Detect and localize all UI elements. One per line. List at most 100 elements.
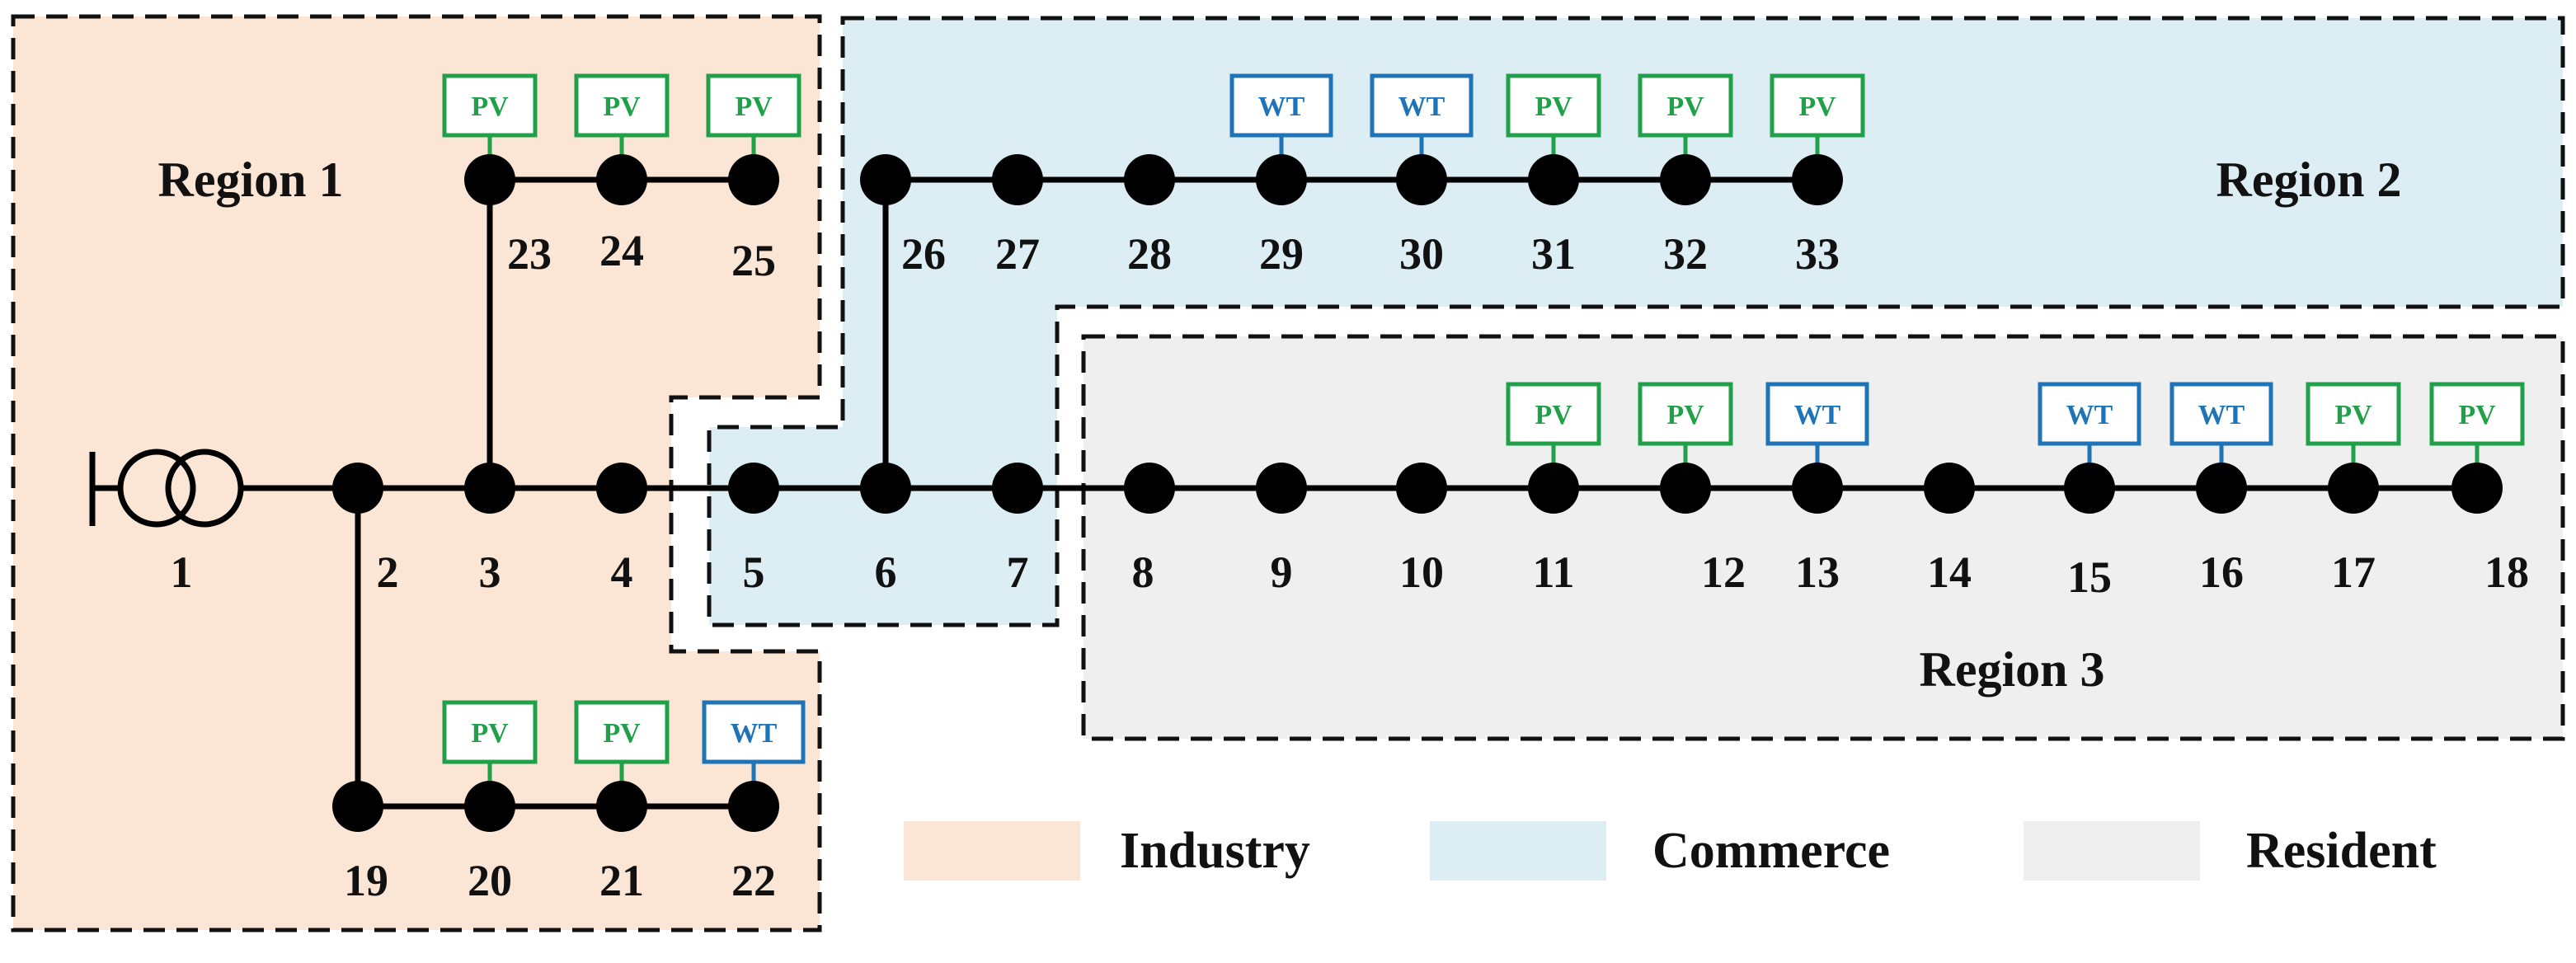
pv-label-18: PV (2458, 400, 2496, 430)
bus-label-4: 4 (611, 547, 633, 597)
bus-label-21: 21 (599, 856, 644, 905)
region1-label: Region 1 (158, 153, 344, 207)
bus-label-17: 17 (2331, 547, 2376, 597)
bus-label-33: 33 (1795, 229, 1840, 279)
transformer-icon (89, 449, 247, 528)
bus-node-19 (332, 781, 383, 832)
bus-label-25: 25 (731, 236, 776, 285)
bus-node-18 (2451, 463, 2503, 514)
wt-label-16: WT (2198, 400, 2245, 430)
bus-label-12: 12 (1701, 547, 1746, 597)
bus-node-25 (728, 154, 779, 205)
pv-label-23: PV (471, 92, 509, 122)
legend-commerce-swatch (1430, 821, 1606, 881)
bus-label-30: 30 (1399, 229, 1444, 279)
bus-label-23: 23 (507, 229, 552, 279)
legend-industry-swatch (904, 821, 1080, 881)
pv-label-33: PV (1798, 92, 1836, 122)
bus-label-16: 16 (2199, 547, 2244, 597)
bus-label-3: 3 (479, 547, 501, 597)
bus-label-24: 24 (599, 226, 644, 275)
bus-label-5: 5 (743, 547, 765, 597)
legend-commerce-label: Commerce (1652, 823, 1890, 879)
bus-node-13 (1792, 463, 1843, 514)
pv-label-32: PV (1666, 92, 1704, 122)
bus-node-4 (596, 463, 647, 514)
pv-box-20 (442, 700, 538, 764)
bus-node-6 (860, 463, 911, 514)
bus-node-3 (464, 463, 515, 514)
wt-label-30: WT (1398, 92, 1445, 122)
pv-label-17: PV (2334, 400, 2372, 430)
bus-node-31 (1528, 154, 1579, 205)
bus-node-15 (2064, 463, 2115, 514)
legend: Industry Commerce Resident (904, 821, 2437, 881)
wt-label-15: WT (2066, 400, 2113, 430)
bus-node-27 (992, 154, 1043, 205)
bus-label-19: 19 (344, 856, 388, 905)
bus-label-1: 1 (171, 547, 193, 597)
region1-border (11, 14, 822, 932)
bus-node-11 (1528, 463, 1579, 514)
pv-box-23 (442, 73, 538, 138)
bus-label-7: 7 (1007, 547, 1029, 597)
bus-node-28 (1124, 154, 1175, 205)
pv-box-21 (574, 700, 670, 764)
bus-node-7 (992, 463, 1043, 514)
bus-node-16 (2196, 463, 2247, 514)
bus-label-27: 27 (995, 229, 1040, 279)
wt-label-29: WT (1258, 92, 1305, 122)
bus-label-15: 15 (2067, 552, 2112, 602)
bus-label-26: 26 (901, 229, 946, 279)
pv-label-31: PV (1535, 92, 1572, 122)
bus-node-5 (728, 463, 779, 514)
bus-label-11: 11 (1532, 547, 1574, 597)
bus-node-33 (1792, 154, 1843, 205)
region2-border (707, 16, 2565, 627)
pv-label-21: PV (603, 718, 641, 749)
region2-label: Region 2 (2216, 153, 2402, 207)
legend-resident-label: Resident (2246, 823, 2437, 879)
bus-node-20 (464, 781, 515, 832)
pv-box-17 (2306, 382, 2401, 446)
bus-node-8 (1124, 463, 1175, 514)
bus-label-2: 2 (377, 547, 399, 597)
legend-resident-swatch (2024, 821, 2200, 881)
pv-box-18 (2429, 382, 2525, 446)
bus-label-31: 31 (1531, 229, 1576, 279)
bus-label-6: 6 (875, 547, 897, 597)
pv-label-24: PV (603, 92, 641, 122)
wind-turbine-box-15 (2038, 382, 2141, 446)
bus-label-20: 20 (468, 856, 512, 905)
pv-label-20: PV (471, 718, 509, 749)
bus-node-14 (1924, 463, 1975, 514)
wt-label-22: WT (731, 718, 778, 749)
wind-turbine-box-22 (702, 700, 806, 764)
bus-label-28: 28 (1127, 229, 1172, 279)
bus-nodes (332, 154, 2503, 832)
wt-label-13: WT (1794, 400, 1841, 430)
bus-node-32 (1660, 154, 1711, 205)
region3-label: Region 3 (1920, 642, 2105, 697)
bus-node-17 (2328, 463, 2379, 514)
bus-node-2 (332, 463, 383, 514)
region3-border (1081, 334, 2565, 741)
pv-label-11: PV (1535, 400, 1572, 430)
bus-label-10: 10 (1399, 547, 1444, 597)
bus-label-32: 32 (1663, 229, 1708, 279)
pv-box-32 (1638, 73, 1733, 138)
wind-turbine-box-29 (1229, 73, 1333, 138)
bus-node-26 (860, 154, 911, 205)
pv-label-25: PV (735, 92, 773, 122)
bus-label-9: 9 (1271, 547, 1293, 597)
pv-box-12 (1638, 382, 1733, 446)
legend-industry-label: Industry (1120, 823, 1310, 879)
bus-node-29 (1256, 154, 1307, 205)
wind-turbine-box-16 (2169, 382, 2273, 446)
bus-node-9 (1256, 463, 1307, 514)
pv-box-31 (1506, 73, 1601, 138)
bus-node-10 (1396, 463, 1447, 514)
region-borders (11, 14, 2565, 932)
